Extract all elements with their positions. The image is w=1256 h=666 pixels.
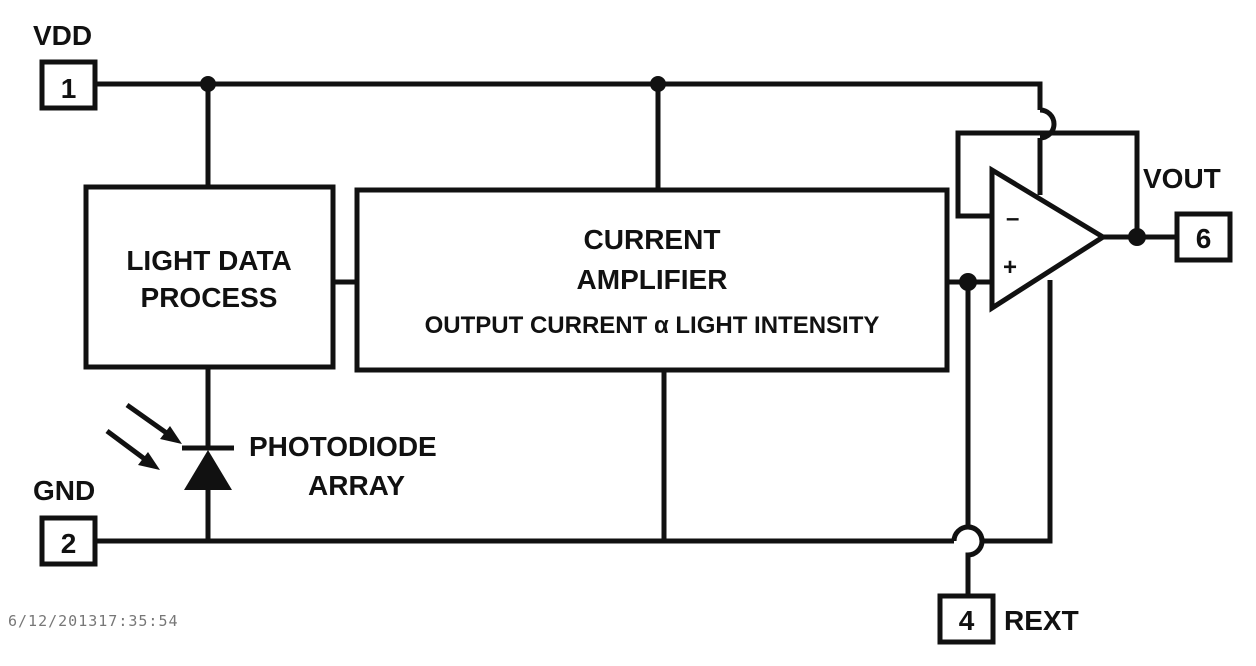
light-data-process-line1: LIGHT DATA bbox=[126, 245, 291, 276]
junction-dot-output bbox=[1128, 228, 1146, 246]
current-amplifier-line3: OUTPUT CURRENT α LIGHT INTENSITY bbox=[425, 312, 880, 339]
opamp-triangle bbox=[989, 165, 1108, 313]
label-vout: VOUT bbox=[1143, 163, 1221, 194]
pin-number-vout: 6 bbox=[1196, 223, 1212, 254]
light-data-process-line2: PROCESS bbox=[141, 282, 278, 313]
current-amplifier-line2: AMPLIFIER bbox=[577, 264, 728, 295]
photodiode-line1: PHOTODIODE bbox=[249, 431, 437, 462]
pin-box-vdd bbox=[39, 59, 98, 111]
label-vdd: VDD bbox=[33, 20, 92, 51]
junction-dot-plus-input bbox=[959, 273, 977, 291]
current-amplifier-block bbox=[354, 187, 950, 373]
label-gnd: GND bbox=[33, 475, 95, 506]
rext-line bbox=[965, 282, 985, 596]
current-amplifier-line1: CURRENT bbox=[584, 224, 721, 255]
pin-box-gnd bbox=[39, 515, 98, 567]
gnd-rail-right bbox=[982, 280, 1053, 544]
pin-number-vdd: 1 bbox=[61, 73, 77, 104]
photodiode-line2: ARRAY bbox=[308, 470, 405, 501]
light-arrowhead-1 bbox=[160, 426, 182, 444]
photodiode-triangle bbox=[184, 450, 232, 490]
pin-box-rext bbox=[937, 593, 996, 645]
vdd-crossover-hop bbox=[1039, 107, 1057, 141]
pin-box-vout bbox=[1174, 211, 1233, 263]
junction-dot-vdd-mid bbox=[650, 76, 666, 92]
pin-number-gnd: 2 bbox=[61, 528, 77, 559]
pin-number-rext: 4 bbox=[959, 605, 975, 636]
timestamp: 6/12/201317:35:54 bbox=[8, 612, 179, 630]
light-arrow-1 bbox=[125, 402, 170, 437]
opamp-plus-sign: + bbox=[1003, 254, 1017, 281]
light-data-process-block bbox=[83, 184, 336, 370]
vdd-rail bbox=[97, 81, 1043, 110]
light-arrow-2 bbox=[105, 428, 148, 463]
feedback-loop bbox=[955, 130, 1140, 237]
light-arrowhead-2 bbox=[138, 452, 160, 470]
opamp-minus-sign: – bbox=[1006, 205, 1019, 232]
junction-dot-vdd-left bbox=[200, 76, 216, 92]
label-rext: REXT bbox=[1004, 605, 1079, 636]
